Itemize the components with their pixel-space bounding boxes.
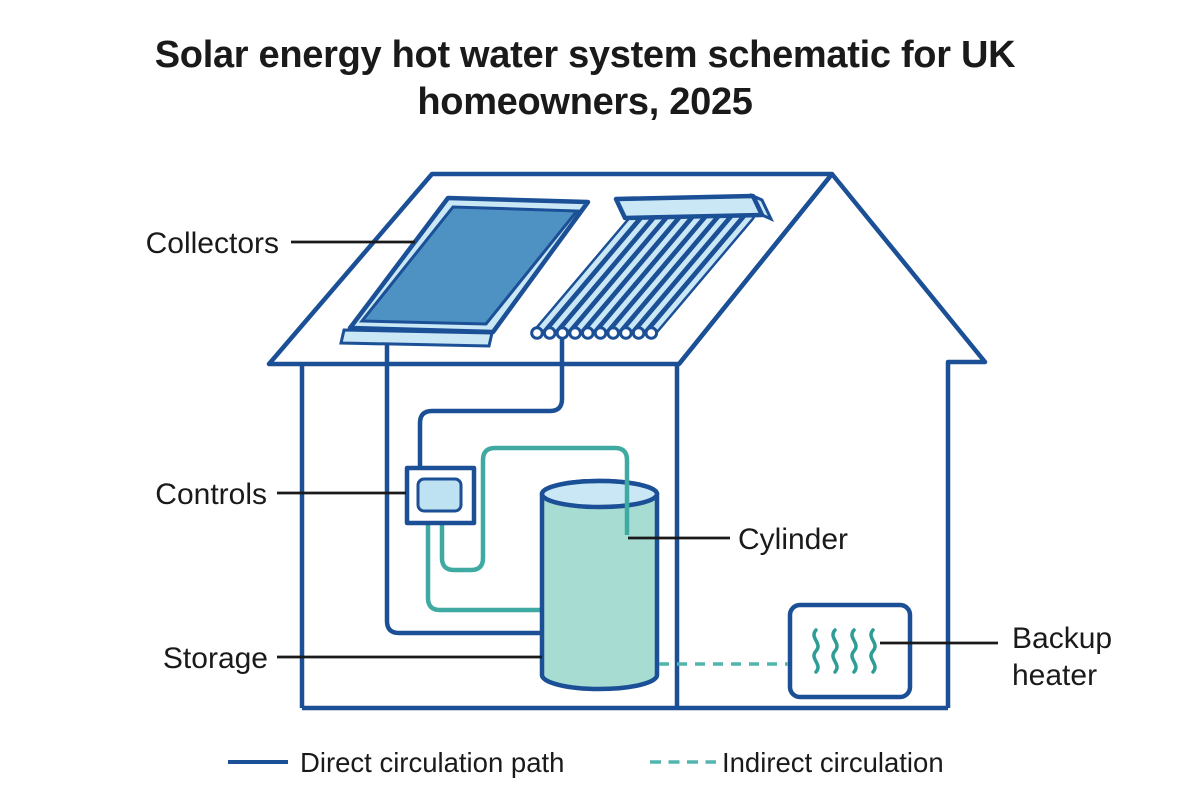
- tube-end-caps: [530, 326, 659, 340]
- tube-array: [532, 211, 756, 338]
- tube-header-manifold: [613, 193, 765, 221]
- cylinder-body: [539, 478, 660, 692]
- page-title-line2: homeowners, 2025: [417, 81, 752, 123]
- backup-heater-label-line2: heater: [1012, 659, 1097, 692]
- callout-lines: [277, 240, 998, 659]
- component-labels: Collectors Controls Cylinder Storage Bac…: [146, 227, 1112, 692]
- cylinder-top: [539, 478, 660, 510]
- collector-absorber-panel: [358, 205, 581, 326]
- gable-edge: [677, 172, 834, 366]
- direct-circulation-pipes: [384, 336, 565, 636]
- backup-heater-box: [787, 602, 913, 700]
- pipe-flat-collector-to-cylinder: [384, 340, 544, 636]
- evacuated-tube-collector: [530, 192, 775, 340]
- cylinder-label: Cylinder: [738, 523, 848, 556]
- storage-label: Storage: [163, 642, 268, 675]
- legend-indirect-label: Indirect circulation: [722, 747, 944, 778]
- legend-direct-label: Direct circulation path: [300, 747, 564, 778]
- controls-label: Controls: [155, 478, 267, 511]
- pipe-controls-to-cylinder-top: [439, 445, 630, 573]
- backup-heater: [787, 602, 913, 700]
- collectors-label: Collectors: [146, 227, 279, 260]
- page-title: Solar energy hot water system schematic …: [155, 34, 1017, 123]
- page-title-line1: Solar energy hot water system schematic …: [155, 34, 1016, 76]
- heat-waves-icon: [812, 628, 877, 674]
- control-unit: [404, 465, 477, 526]
- roof-right-slope-and-wall: [830, 172, 988, 708]
- backup-heater-label-line1: Backup: [1012, 622, 1112, 655]
- legend: Direct circulation path Indirect circula…: [228, 747, 944, 778]
- pipe-controls-to-cylinder-side: [425, 521, 544, 613]
- storage-cylinder: [539, 478, 660, 692]
- pipe-tube-collector-to-controls: [417, 336, 565, 467]
- flat-plate-collector: [339, 195, 591, 348]
- control-screen: [416, 477, 463, 513]
